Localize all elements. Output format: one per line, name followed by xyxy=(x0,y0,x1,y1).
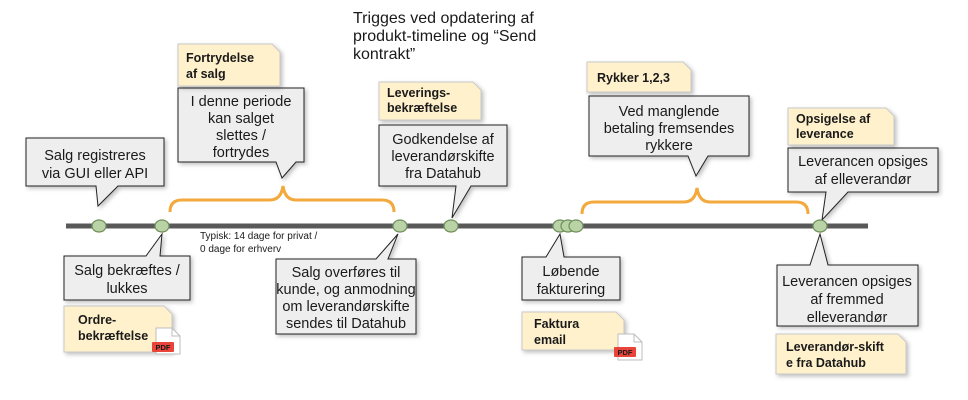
text-line: Salg registreres xyxy=(44,148,146,164)
text-line: leverance xyxy=(796,127,854,141)
timeline-node xyxy=(392,219,408,233)
timeline-node xyxy=(568,219,584,233)
text-line: Løbende xyxy=(542,264,599,280)
doc-leverandorskift: Leverandør-skift e fra Datahub xyxy=(775,333,907,375)
text-line: kunde, og anmodning xyxy=(276,282,415,298)
doc-faktura: Faktura email xyxy=(521,311,625,351)
callout-salg-bekraeftes: Salg bekræftes / lukkes xyxy=(63,232,191,301)
text-line: Salg overføres til xyxy=(292,265,401,281)
text-line: produkt-timeline og “Send xyxy=(353,28,536,45)
text-line: 0 dage for erhverv xyxy=(200,244,281,255)
timeline-node xyxy=(154,219,170,233)
svg-text:PDF: PDF xyxy=(618,348,633,357)
text-line: kan salget xyxy=(208,111,274,127)
text-line: slettes / xyxy=(216,128,267,144)
timeline-node xyxy=(91,219,107,233)
text-line: af salg xyxy=(186,67,226,81)
text-line: email xyxy=(534,333,566,347)
text-line: bekræftelse xyxy=(78,329,148,343)
text-line: af fremmed xyxy=(810,292,883,308)
text-line: Faktura xyxy=(534,317,580,331)
text-line: fra Datahub xyxy=(405,166,481,182)
svg-text:Rykker 1,2,3: Rykker 1,2,3 xyxy=(597,71,670,85)
text-line: I denne periode xyxy=(191,94,292,110)
svg-text:Leverandør-skifte fra Datahub: Leverandør-skift e fra Datahub xyxy=(786,340,885,370)
doc-fortrydelse: Fortrydelse af salg xyxy=(177,43,281,87)
text-line: Godkendelse af xyxy=(392,132,495,148)
brace-rykker xyxy=(580,187,810,215)
text-line: Leverandør-skift xyxy=(786,340,885,354)
text-line: Leverings- xyxy=(387,86,450,100)
text-line: Typisk: 14 dage for privat / xyxy=(200,231,318,242)
text-line: fortrydes xyxy=(213,145,269,161)
text-line: Ordre- xyxy=(78,313,116,327)
svg-text:Salg bekræftes /lukkes: Salg bekræftes / lukkes xyxy=(74,263,181,297)
text-line: Ved manglende xyxy=(619,104,720,120)
pdf-icon: PDF xyxy=(614,333,643,361)
doc-leverings: Leverings-bekræftelse xyxy=(378,81,482,121)
text-line: via GUI eller API xyxy=(42,166,148,182)
doc-rykker: Rykker 1,2,3 xyxy=(586,61,692,93)
text-line: betaling fremsendes xyxy=(604,121,735,137)
text-line: kontrakt” xyxy=(353,46,415,63)
text-line: rykkere xyxy=(645,138,693,154)
svg-text:PDF: PDF xyxy=(156,343,171,352)
text-line: fakturering xyxy=(537,282,606,298)
callout-lobende: Løbende fakturering xyxy=(521,232,621,301)
pdf-icon: PDF xyxy=(152,327,181,355)
text-line: e fra Datahub xyxy=(786,356,866,370)
svg-text:Ordre-bekræftelse: Ordre-bekræftelse xyxy=(78,313,148,343)
text-line: leverandørskifte xyxy=(391,149,494,165)
text-line: bekræftelse xyxy=(387,101,457,115)
text-line: lukkes xyxy=(106,281,147,297)
text-line: elleverandør xyxy=(807,310,888,326)
callout-opsiges-elleverandor: Leverancen opsiges af elleverandør xyxy=(787,147,939,222)
brace-fortrydelse xyxy=(168,185,396,213)
text-line: Rykker 1,2,3 xyxy=(597,71,670,85)
typisk-note: Typisk: 14 dage for privat / 0 dage for e… xyxy=(200,231,318,255)
text-line: Opsigelse af xyxy=(796,112,871,126)
callout-salg-registreres: Salg registreres via GUI eller API xyxy=(25,137,165,208)
text-line: Leverancen opsiges xyxy=(782,274,912,290)
timeline-node xyxy=(812,219,828,233)
text-line: Fortrydelse xyxy=(186,51,254,65)
timeline-node xyxy=(443,219,459,233)
text-line: af elleverandør xyxy=(815,172,912,188)
text-line: sendes til Datahub xyxy=(286,316,406,332)
svg-text:Leverings-bekræftelse: Leverings-bekræftelse xyxy=(387,86,457,115)
text-line: om leverandørskifte xyxy=(282,299,409,315)
callout-opsiges-fremmed: Leverancen opsiges af fremmed elleverandør xyxy=(776,232,919,327)
text-line: Trigges ved opdatering af xyxy=(353,10,534,27)
doc-ordrebekraeftelse: Ordre-bekræftelse xyxy=(63,305,173,353)
text-line: Salg bekræftes / xyxy=(74,263,181,279)
text-line: Leverancen opsiges xyxy=(798,154,928,170)
